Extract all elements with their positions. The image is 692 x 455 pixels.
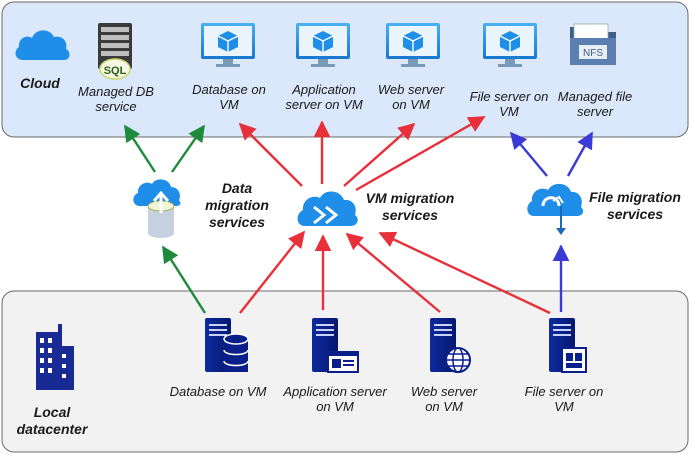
arrow-data-to-managed-db: [123, 124, 157, 173]
web-vm-label: Web server on VM: [377, 82, 445, 112]
arrow-vm-to-file-vm: [355, 115, 486, 192]
vm-monitor-icon-app: [296, 23, 350, 67]
data-migration-icon: [133, 179, 181, 238]
file-migration-label: File migration services: [589, 189, 681, 222]
arrow-file-mig-to-file-vm: [509, 131, 548, 177]
server-file-icon: [549, 318, 587, 373]
arrow-file-local-to-vm: [378, 231, 551, 315]
vm-monitor-icon-web: [386, 23, 440, 67]
db-local-label: Database on VM: [169, 384, 267, 399]
arrow-vm-to-web-vm: [343, 122, 416, 187]
file-migration-icon: [527, 183, 584, 235]
vm-monitor-icon-file: [483, 23, 537, 67]
sql-server-icon: SQL: [98, 23, 132, 80]
server-application-icon: [312, 318, 359, 373]
vm-migration-icon: [297, 191, 358, 226]
nfs-folder-icon: NFS: [570, 23, 616, 65]
file-local-label: File server on VM: [524, 384, 604, 414]
db-vm-label: Database on VM: [192, 82, 266, 112]
server-database-icon: [205, 318, 249, 372]
cloud-icon: [15, 30, 70, 60]
svg-text:SQL: SQL: [104, 65, 127, 77]
managed-file-label: Managed file server: [557, 89, 633, 119]
app-local-label: Application server on VM: [283, 384, 387, 414]
file-vm-label: File server on VM: [469, 89, 549, 119]
arrow-file-mig-to-managed-file: [566, 131, 594, 177]
arrow-data-to-db-vm: [171, 124, 205, 173]
server-web-icon: [430, 318, 471, 373]
local-datacenter-label: Local datacenter: [16, 404, 88, 437]
arrow-vm-to-db-vm: [238, 122, 303, 187]
vm-migration-label: VM migration services: [365, 190, 455, 223]
building-icon: [36, 324, 74, 390]
cloud-label: Cloud: [20, 75, 60, 91]
managed-db-label: Managed DB service: [78, 84, 154, 114]
arrow-db-local-to-data: [161, 245, 207, 314]
arrow-web-local-to-vm: [345, 232, 441, 313]
web-local-label: Web server on VM: [410, 384, 478, 414]
svg-text:NFS: NFS: [583, 48, 603, 59]
arrow-db-local-to-vm: [239, 230, 306, 314]
vm-monitor-icon-db: [201, 23, 255, 67]
data-migration-label: Data migration services: [205, 180, 269, 230]
app-vm-label: Application server on VM: [285, 82, 363, 112]
